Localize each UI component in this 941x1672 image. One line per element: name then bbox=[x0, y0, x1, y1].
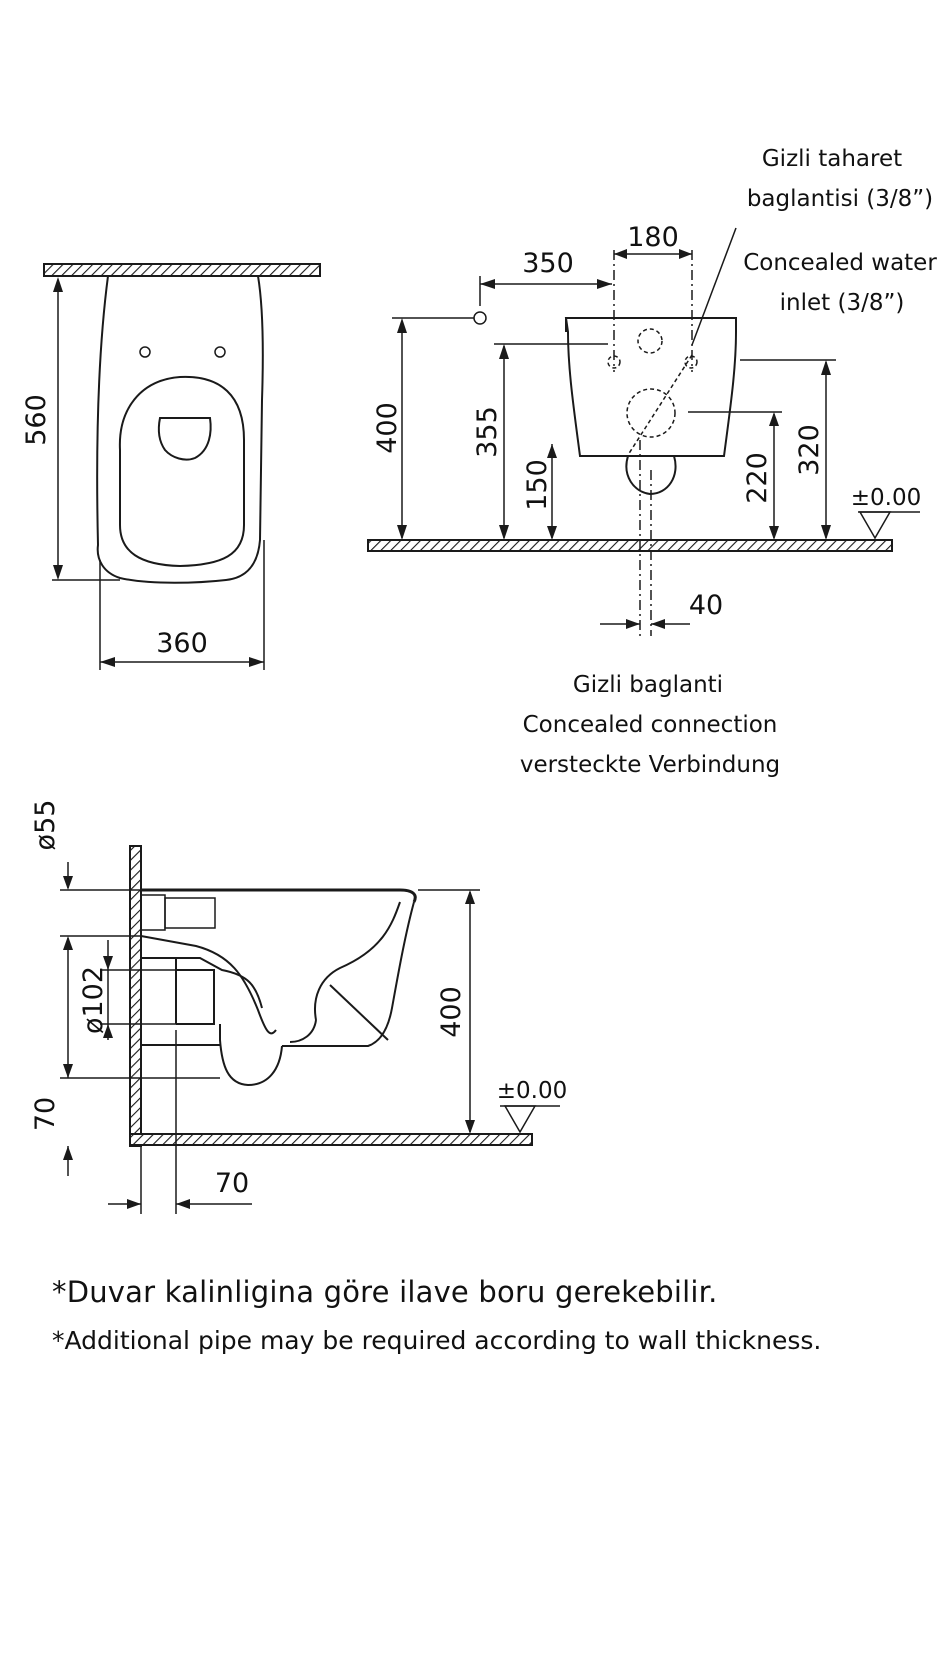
section-view-bowl bbox=[140, 888, 417, 1087]
dim-320: 320 bbox=[794, 424, 825, 476]
section-view: ø55 ø102 70 400 ±0.00 70 bbox=[30, 800, 567, 1214]
section-view-level-symbol bbox=[503, 1105, 537, 1134]
top-view-bowl-outline bbox=[96, 275, 264, 584]
note-turkish: *Duvar kalinligina göre ilave boru gerek… bbox=[52, 1275, 718, 1309]
label-water-inlet-tr-1: Gizli taharet bbox=[762, 146, 902, 172]
front-view-floor bbox=[367, 539, 893, 552]
dim-350: 350 bbox=[522, 248, 574, 279]
dim-560: 560 bbox=[21, 394, 52, 446]
dim-d102: ø102 bbox=[78, 966, 109, 1034]
note-english: *Additional pipe may be required accordi… bbox=[52, 1326, 822, 1355]
section-view-wall bbox=[129, 845, 142, 1147]
label-water-inlet-en-2: inlet (3/8”) bbox=[780, 290, 905, 316]
top-view-wall bbox=[43, 263, 321, 277]
dim-70-horizontal: 70 bbox=[215, 1168, 249, 1199]
dim-150: 150 bbox=[522, 459, 553, 511]
dim-360: 360 bbox=[156, 628, 208, 659]
label-water-inlet-tr-2: baglantisi (3/8”) bbox=[747, 186, 933, 212]
front-view-connection-circle bbox=[626, 388, 676, 438]
front-view-bowl-outline bbox=[564, 317, 737, 457]
label-connection-de: versteckte Verbindung bbox=[520, 752, 780, 778]
front-view-level-symbol bbox=[858, 511, 892, 540]
dim-355: 355 bbox=[472, 406, 503, 458]
dim-400-section: 400 bbox=[436, 986, 467, 1038]
front-view-water-inlet-marker bbox=[473, 311, 487, 325]
top-view-fixing-hole-right bbox=[214, 346, 226, 358]
dim-220: 220 bbox=[742, 452, 773, 504]
dim-40: 40 bbox=[689, 590, 723, 621]
dim-d55: ø55 bbox=[30, 800, 61, 851]
dim-70-vertical: 70 bbox=[30, 1097, 61, 1131]
label-water-inlet-en-1: Concealed water bbox=[743, 250, 937, 276]
label-connection-en: Concealed connection bbox=[523, 712, 778, 738]
top-view: 560 360 bbox=[21, 263, 321, 670]
section-view-level-text: ±0.00 bbox=[497, 1078, 567, 1104]
top-view-seat-outline bbox=[118, 375, 245, 568]
section-view-floor bbox=[129, 1133, 533, 1146]
front-view-level-text: ±0.00 bbox=[851, 485, 921, 511]
label-connection-tr: Gizli baglanti bbox=[573, 672, 723, 698]
dim-180: 180 bbox=[627, 222, 679, 253]
front-view-outlet bbox=[625, 455, 677, 496]
front-view-inlet-circle bbox=[637, 328, 663, 354]
top-view-bowl-opening bbox=[157, 417, 212, 461]
dim-400-front: 400 bbox=[372, 402, 403, 454]
top-view-fixing-hole-left bbox=[139, 346, 151, 358]
front-view: 350 180 400 355 150 220 bbox=[367, 146, 937, 778]
